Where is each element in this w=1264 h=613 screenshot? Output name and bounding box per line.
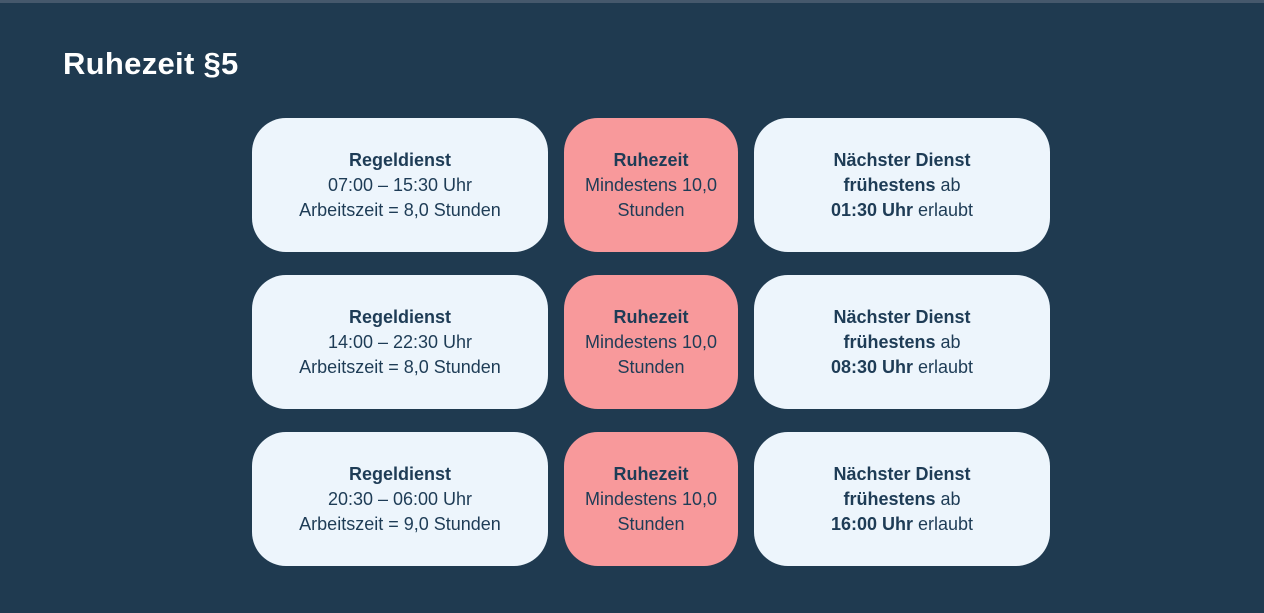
card-title: Regeldienst	[348, 306, 452, 327]
shift-time: 20:30 – 06:00 Uhr	[327, 488, 473, 509]
earliest-line: frühestens ab	[843, 487, 960, 512]
ruhezeit-card: Ruhezeit Mindestens 10,0 Stunden	[564, 275, 738, 409]
next-service-card: Nächster Dienst frühestens ab 16:00 Uhr …	[754, 432, 1050, 566]
earliest-line: frühestens ab	[843, 173, 960, 198]
card-title: Ruhezeit	[613, 306, 689, 327]
allowed-time-rest: erlaubt	[913, 199, 974, 220]
ruhezeit-card: Ruhezeit Mindestens 10,0 Stunden	[564, 432, 738, 566]
regeldienst-card: Regeldienst 14:00 – 22:30 Uhr Arbeitszei…	[252, 275, 548, 409]
earliest-rest: ab	[935, 331, 961, 352]
regeldienst-card: Regeldienst 20:30 – 06:00 Uhr Arbeitszei…	[252, 432, 548, 566]
allowed-time-line: 08:30 Uhr erlaubt	[831, 355, 973, 380]
card-title: Nächster Dienst	[833, 306, 971, 327]
card-title: Regeldienst	[348, 463, 452, 484]
card-title: Ruhezeit	[613, 463, 689, 484]
page-title: Ruhezeit §5	[63, 46, 239, 81]
allowed-time-rest: erlaubt	[913, 356, 974, 377]
work-hours: Arbeitszeit = 8,0 Stunden	[299, 356, 501, 377]
shift-rest-grid: Regeldienst 07:00 – 15:30 Uhr Arbeitszei…	[252, 118, 1050, 566]
allowed-time-line: 16:00 Uhr erlaubt	[831, 512, 973, 537]
earliest-bold: frühestens	[843, 174, 936, 195]
allowed-time-bold: 01:30 Uhr	[830, 199, 913, 220]
card-title: Ruhezeit	[613, 149, 689, 170]
card-title: Nächster Dienst	[833, 149, 971, 170]
allowed-time-bold: 08:30 Uhr	[830, 356, 913, 377]
allowed-time-line: 01:30 Uhr erlaubt	[831, 198, 973, 223]
rest-duration: Mindestens 10,0 Stunden	[584, 331, 718, 377]
earliest-rest: ab	[935, 174, 961, 195]
allowed-time-rest: erlaubt	[913, 513, 974, 534]
rest-duration: Mindestens 10,0 Stunden	[584, 174, 718, 220]
next-service-card: Nächster Dienst frühestens ab 01:30 Uhr …	[754, 118, 1050, 252]
earliest-bold: frühestens	[843, 331, 936, 352]
card-title: Regeldienst	[348, 149, 452, 170]
top-edge-strip	[0, 0, 1264, 3]
rest-duration: Mindestens 10,0 Stunden	[584, 488, 718, 534]
earliest-bold: frühestens	[843, 488, 936, 509]
card-title: Nächster Dienst	[833, 463, 971, 484]
work-hours: Arbeitszeit = 9,0 Stunden	[299, 513, 501, 534]
work-hours: Arbeitszeit = 8,0 Stunden	[299, 199, 501, 220]
shift-time: 07:00 – 15:30 Uhr	[327, 174, 473, 195]
allowed-time-bold: 16:00 Uhr	[830, 513, 913, 534]
next-service-card: Nächster Dienst frühestens ab 08:30 Uhr …	[754, 275, 1050, 409]
earliest-rest: ab	[935, 488, 961, 509]
earliest-line: frühestens ab	[843, 330, 960, 355]
shift-time: 14:00 – 22:30 Uhr	[327, 331, 473, 352]
regeldienst-card: Regeldienst 07:00 – 15:30 Uhr Arbeitszei…	[252, 118, 548, 252]
ruhezeit-card: Ruhezeit Mindestens 10,0 Stunden	[564, 118, 738, 252]
